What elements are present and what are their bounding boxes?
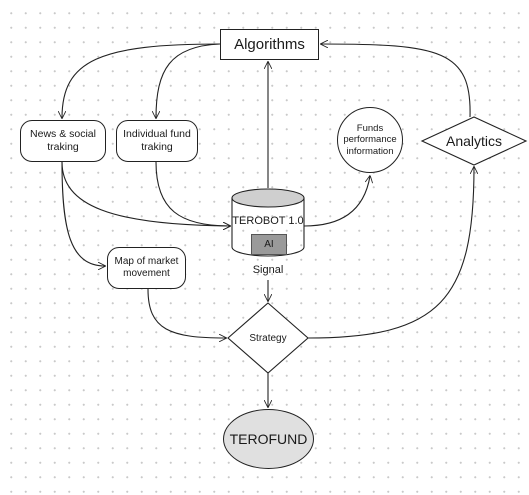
news-social-tracking-node[interactable]: News & social traking [20,120,106,162]
analytics-label: Analytics [445,133,503,149]
signal-label: Signal [252,264,284,276]
edge-algorithms-news [62,43,221,118]
edge-algorithms-individual [156,43,221,118]
individual-fund-tracking-node[interactable]: Individual fund traking [116,120,198,162]
edge-news-map [61,161,105,266]
market-movement-map-node[interactable]: Map of market movement [107,247,186,289]
terobot-label: TEROBOT 1.0 [232,215,304,227]
analytics-diamond[interactable] [420,116,528,166]
terofund-node[interactable]: TEROFUND [223,409,314,469]
ai-module[interactable]: AI [251,234,287,255]
edge-analytics-algorithms [321,44,471,118]
algorithms-node[interactable]: Algorithms [220,29,319,60]
edge-individual-terobot [155,161,230,226]
strategy-label: Strategy [249,332,287,344]
edge-map-strategy [147,288,226,338]
terobot-cylinder[interactable] [231,188,305,257]
funds-performance-node[interactable]: Funds performance information [337,107,403,173]
edge-strategy-analytics [307,167,474,339]
edge-news-terobot [61,161,230,226]
edge-terobot-funds [303,176,370,227]
